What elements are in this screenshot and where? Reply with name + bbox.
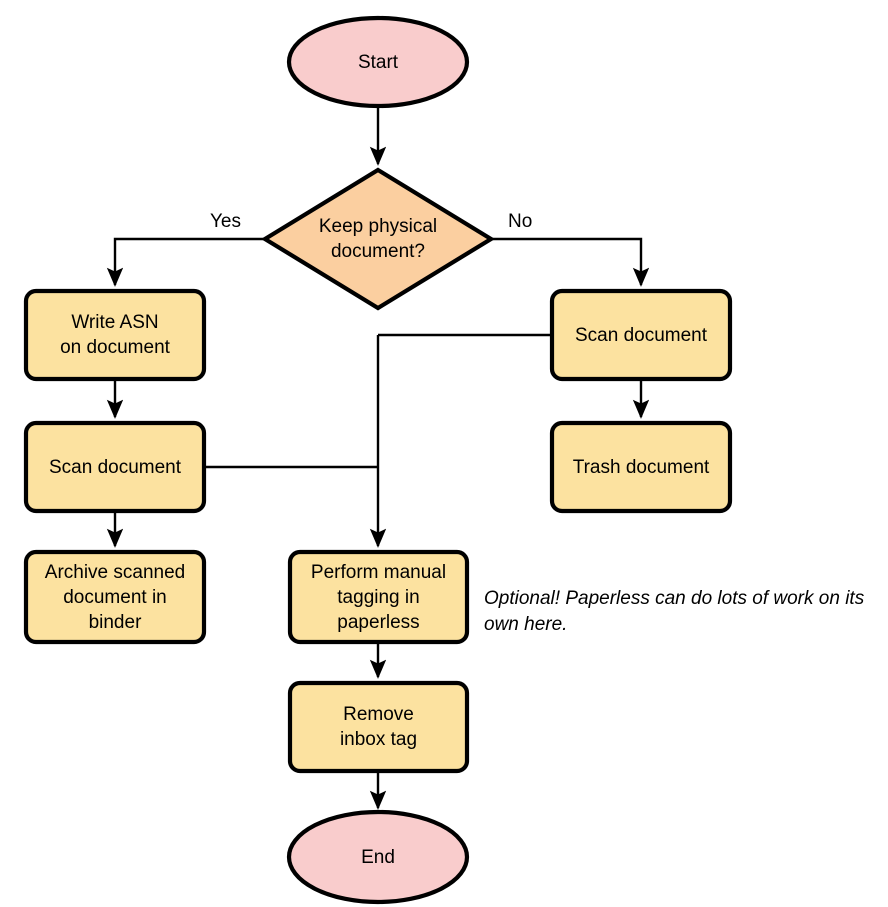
node-keep-physical-document[interactable] bbox=[260, 167, 496, 311]
node-trash-document[interactable] bbox=[549, 420, 733, 514]
node-start[interactable] bbox=[286, 15, 470, 109]
node-scan-document-right[interactable] bbox=[549, 288, 733, 382]
edge-label-no: No bbox=[508, 211, 533, 232]
node-write-asn-on-document[interactable] bbox=[23, 288, 207, 382]
edge-layer bbox=[106, 106, 650, 810]
optional-note: Optional! Paperless can do lots of work … bbox=[484, 588, 865, 635]
node-end[interactable] bbox=[286, 809, 470, 905]
edge-decision-no-to-scan-right bbox=[491, 237, 650, 287]
node-layer bbox=[23, 15, 733, 905]
node-archive-scanned-document-in-binder[interactable] bbox=[23, 549, 207, 645]
node-remove-inbox-tag[interactable] bbox=[287, 680, 470, 774]
edge-label-yes: Yes bbox=[210, 211, 241, 232]
node-perform-manual-tagging-in-paperless[interactable] bbox=[287, 549, 470, 645]
node-scan-document-left[interactable] bbox=[23, 420, 207, 514]
edge-decision-yes-to-write-asn bbox=[106, 237, 265, 287]
